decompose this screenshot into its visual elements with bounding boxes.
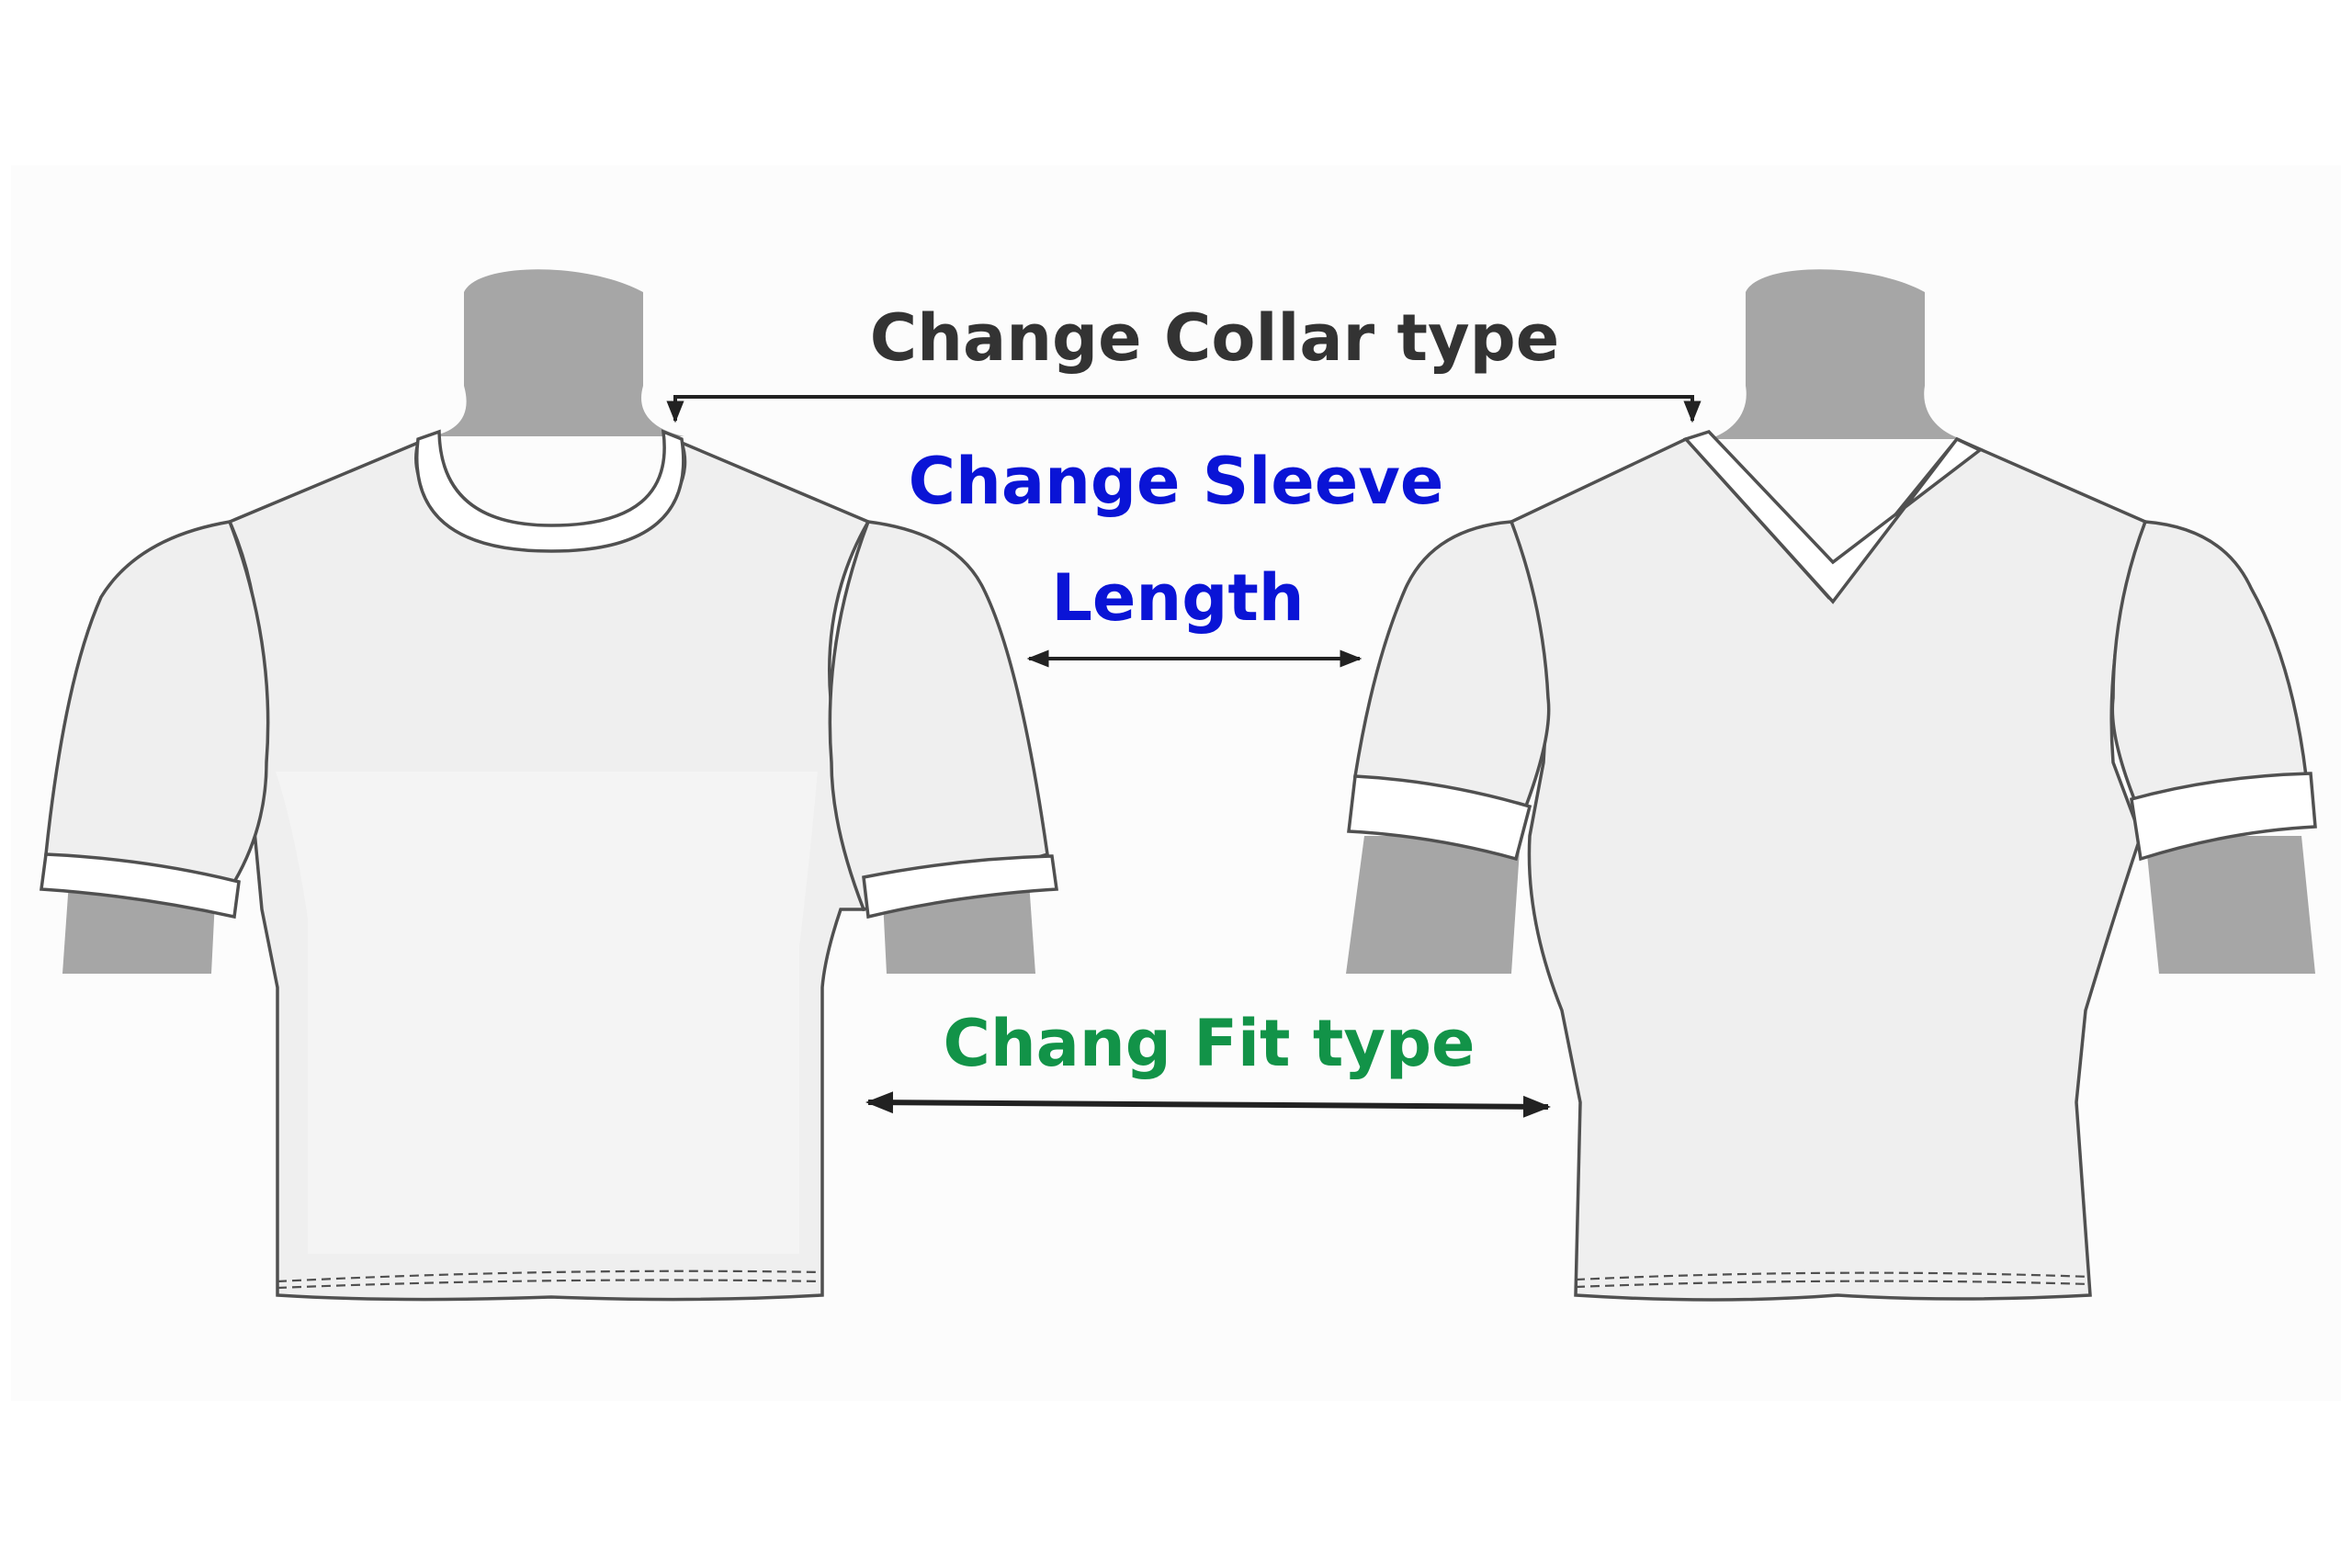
right-shirt-vneck-collar <box>1682 429 1984 604</box>
fit-type-label: Chang Fit type <box>943 1006 1475 1081</box>
left-shirt-hem-stitch-1 <box>277 1269 823 1283</box>
right-shirt-body <box>1509 436 2148 1302</box>
collar-type-label: Change Collar type <box>870 300 1559 376</box>
right-mannequin-arm-left <box>1346 836 1521 974</box>
right-shirt-hem-stitch-2 <box>1575 1280 2091 1289</box>
right-shirt-cuff-left <box>1347 774 1532 862</box>
left-mannequin-neck <box>432 269 684 436</box>
left-shirt-cuff-right <box>862 854 1058 919</box>
left-shirt-highlight <box>276 772 818 1254</box>
left-shirt-sleeve-right <box>828 520 1049 912</box>
right-shirt-hem-stitch-1 <box>1575 1271 2091 1281</box>
left-shirt-hem-stitch-2 <box>277 1279 823 1290</box>
sleeve-label-line2: Length <box>1051 560 1304 636</box>
right-shirt-cuff-right <box>2130 772 2317 862</box>
fit-type-arrow <box>865 1091 1551 1118</box>
left-shirt-figure <box>40 269 1058 1302</box>
collar-bracket-arrow <box>666 395 1702 423</box>
left-shirt-cuff-left <box>40 852 241 919</box>
right-shirt-figure <box>1346 269 2317 1302</box>
right-mannequin-arm-right <box>2145 836 2315 974</box>
sleeve-label-line1: Change Sleeve <box>909 444 1444 519</box>
left-shirt-crew-collar <box>415 429 685 553</box>
right-mannequin-neck <box>1709 269 1962 439</box>
